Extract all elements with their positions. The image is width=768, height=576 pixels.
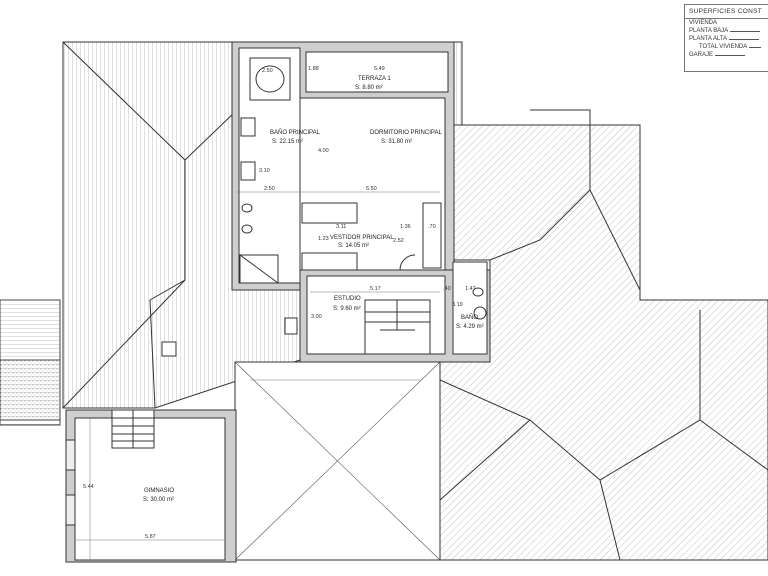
dim-estudio-width: 5.17 (370, 286, 381, 292)
dim-estudio-depth: 3.00 (311, 314, 322, 320)
dim-closet-side: 1.23 (318, 236, 329, 242)
dim-terraza-depth: 1.88 (308, 66, 319, 72)
sink (473, 306, 487, 320)
legend-row: PLANTA BAJA (685, 27, 768, 35)
dim-bano-width: 1.47 (465, 286, 476, 292)
surfaces-legend: SUPERFICIES CONST VIVIENDA PLANTA BAJA P… (684, 4, 768, 72)
estudio-area: S: 9.60 m² (333, 306, 361, 312)
dim-bano-depth: 3.19 (452, 302, 463, 308)
bano-name: BAÑO (461, 314, 478, 321)
legend-row-label: GARAJE (689, 52, 714, 58)
dim-gym-depth: 5.44 (83, 484, 94, 490)
dim-closet-width: 3.11 (336, 224, 346, 230)
dim-room-depth: 4.00 (318, 148, 329, 154)
terraza (305, 51, 449, 93)
dim-closet-depth: 2.52 (393, 238, 404, 244)
legend-row: TOTAL VIVIENDA (685, 43, 768, 51)
lower-block (299, 261, 491, 363)
terraza-area: S: 8.80 m² (355, 85, 383, 91)
toilet (241, 203, 253, 213)
gimnasio-area: S: 30.00 m² (143, 497, 174, 503)
dim-bath-tub: 2.50 (262, 68, 273, 74)
bano-principal-name: BAÑO PRINCIPAL (270, 129, 321, 136)
bidet (241, 224, 253, 234)
vestidor-name: VESTIDOR PRINCIPAL (330, 235, 394, 241)
legend-title: SUPERFICIES CONST (685, 5, 768, 19)
room-labels: TERRAZA 1 S: 8.80 m² BAÑO PRINCIPAL S: 2… (143, 76, 484, 503)
closet (422, 202, 442, 269)
dim-bath-side: 3.10 (259, 168, 270, 174)
dim-terraza-width: 5.49 (374, 66, 385, 72)
dim-closet-small: .70 (428, 224, 436, 230)
closet (301, 202, 358, 224)
dim-closet-gap: 1.36 (400, 224, 411, 230)
vestidor-area: S: 14.05 m² (338, 243, 369, 249)
dim-door: .40 (443, 286, 451, 292)
dim-bedroom-width: 5.50 (366, 186, 377, 192)
dimension-labels: 5.49 1.88 2.50 4.00 3.10 2.50 5.50 3.11 … (83, 66, 476, 540)
legend-row: GARAJE (685, 51, 768, 59)
center-roof (234, 361, 441, 561)
dim-gym-width: 5.87 (145, 534, 156, 540)
sink (240, 161, 256, 181)
legend-row-label: PLANTA ALTA (689, 36, 728, 42)
dim-bath-width: 2.50 (264, 186, 275, 192)
toilet (472, 287, 484, 297)
bano-area: S: 4.29 m² (456, 324, 484, 330)
bano-principal-area: S: 22.15 m² (272, 139, 303, 145)
legend-row-label: PLANTA BAJA (689, 28, 729, 34)
gimnasio-room (65, 409, 237, 563)
left-roof-strip (0, 299, 61, 426)
gimnasio-name: GIMNASIO (144, 488, 174, 494)
estudio-name: ESTUDIO (334, 296, 361, 302)
legend-row-label: TOTAL VIVIENDA (699, 44, 748, 50)
bathtub (249, 57, 291, 101)
terraza-name: TERRAZA 1 (358, 76, 391, 82)
main-block (231, 41, 455, 291)
sink (240, 117, 256, 137)
legend-row: PLANTA ALTA (685, 35, 768, 43)
dormitorio-area: S: 31.80 m² (381, 139, 412, 145)
dormitorio-name: DORMITORIO PRINCIPAL (370, 130, 442, 136)
chimney (161, 341, 177, 357)
legend-row: VIVIENDA (689, 20, 718, 26)
